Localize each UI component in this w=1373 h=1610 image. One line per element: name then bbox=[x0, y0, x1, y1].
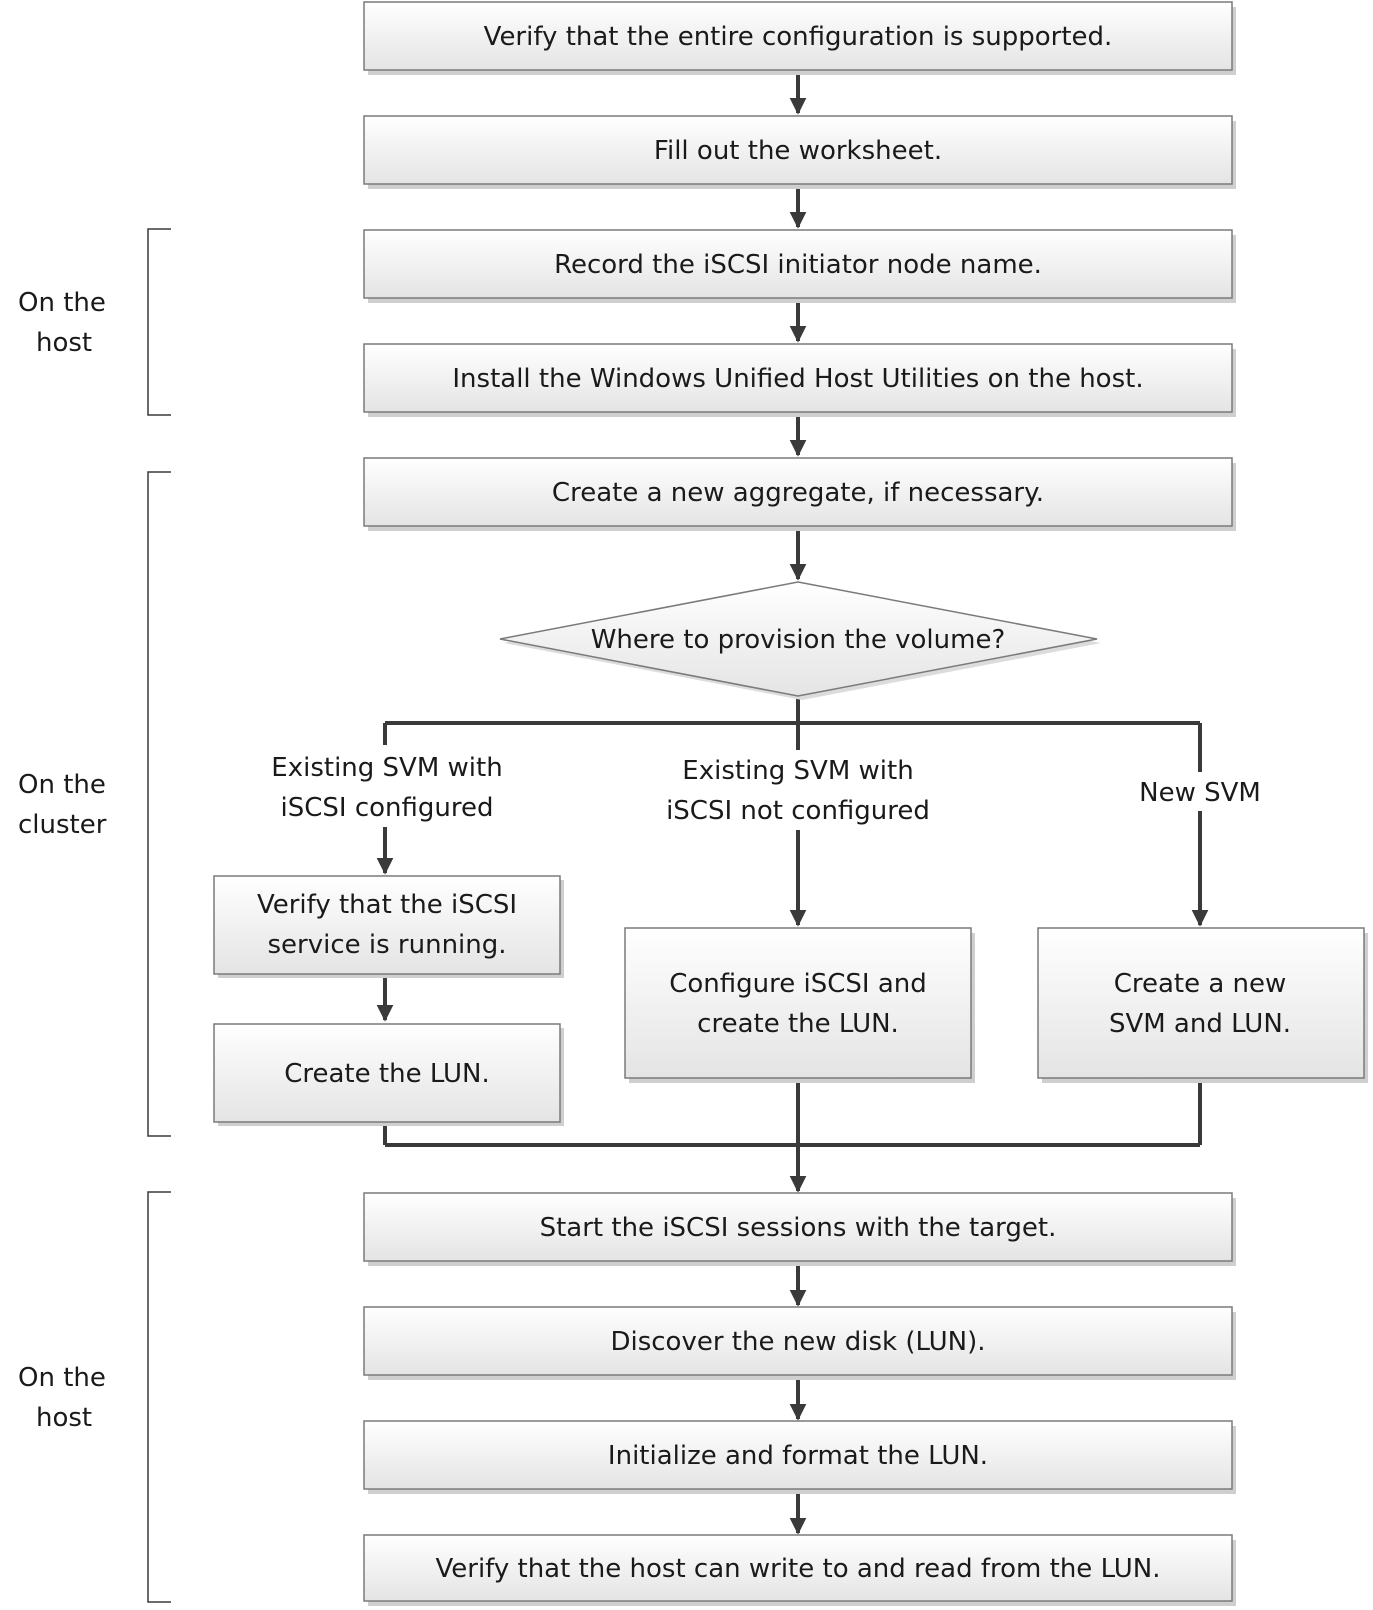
branch-existing-not-configured-line2: iSCSI not configured bbox=[666, 796, 930, 826]
step-start-sessions-label: Start the iSCSI sessions with the target… bbox=[540, 1213, 1057, 1243]
step-create-lun-label: Create the LUN. bbox=[284, 1059, 490, 1089]
step-configure-iscsi: Configure iSCSI and create the LUN. bbox=[624, 927, 975, 1083]
step-verify-config: Verify that the entire configuration is … bbox=[363, 1, 1236, 75]
step-initialize-format: Initialize and format the LUN. bbox=[363, 1420, 1236, 1494]
branch-new-svm: New SVM bbox=[1139, 778, 1261, 808]
step-initialize-format-label: Initialize and format the LUN. bbox=[608, 1441, 988, 1471]
step-fill-worksheet-label: Fill out the worksheet. bbox=[654, 136, 942, 166]
step-create-new-svm-line1: Create a new bbox=[1114, 969, 1287, 999]
section-cluster-line1: On the bbox=[18, 770, 106, 800]
section-host-top-line1: On the bbox=[18, 288, 106, 318]
decision-label: Where to provision the volume? bbox=[591, 625, 1006, 655]
bracket-cluster bbox=[147, 471, 171, 1137]
step-verify-service-line2: service is running. bbox=[267, 930, 506, 960]
step-configure-iscsi-line2: create the LUN. bbox=[697, 1009, 899, 1039]
section-labels: On the host On the cluster On the host bbox=[18, 288, 107, 1433]
step-create-new-svm: Create a new SVM and LUN. bbox=[1037, 927, 1368, 1083]
step-install-utilities: Install the Windows Unified Host Utiliti… bbox=[363, 343, 1236, 417]
step-fill-worksheet: Fill out the worksheet. bbox=[363, 115, 1236, 189]
section-brackets bbox=[147, 228, 171, 1603]
branch-labels: Existing SVM with iSCSI configured Exist… bbox=[252, 746, 1278, 830]
step-install-utilities-label: Install the Windows Unified Host Utiliti… bbox=[452, 364, 1143, 394]
step-verify-read-write-label: Verify that the host can write to and re… bbox=[435, 1554, 1160, 1584]
step-create-aggregate-label: Create a new aggregate, if necessary. bbox=[552, 478, 1044, 508]
step-record-node-name-label: Record the iSCSI initiator node name. bbox=[554, 250, 1042, 280]
branch-existing-not-configured-line1: Existing SVM with bbox=[682, 756, 913, 786]
branch-existing-configured-line1: Existing SVM with bbox=[271, 753, 502, 783]
section-host-bottom-line1: On the bbox=[18, 1363, 106, 1393]
step-discover-disk: Discover the new disk (LUN). bbox=[363, 1306, 1236, 1380]
step-verify-read-write: Verify that the host can write to and re… bbox=[363, 1534, 1236, 1606]
step-configure-iscsi-line1: Configure iSCSI and bbox=[669, 969, 927, 999]
section-host-bottom-line2: host bbox=[36, 1403, 92, 1433]
step-create-aggregate: Create a new aggregate, if necessary. bbox=[363, 457, 1236, 531]
branch-existing-configured-line2: iSCSI configured bbox=[281, 793, 494, 823]
bracket-host-bottom bbox=[147, 1191, 171, 1603]
section-cluster-line2: cluster bbox=[18, 810, 107, 840]
bracket-host-top bbox=[147, 228, 171, 416]
step-discover-disk-label: Discover the new disk (LUN). bbox=[610, 1327, 985, 1357]
step-start-sessions: Start the iSCSI sessions with the target… bbox=[363, 1192, 1236, 1266]
section-host-top-line2: host bbox=[36, 328, 92, 358]
step-verify-service-line1: Verify that the iSCSI bbox=[257, 890, 517, 920]
step-verify-service: Verify that the iSCSI service is running… bbox=[213, 875, 564, 978]
step-record-node-name: Record the iSCSI initiator node name. bbox=[363, 229, 1236, 303]
step-create-lun: Create the LUN. bbox=[213, 1023, 564, 1126]
step-verify-config-label: Verify that the entire configuration is … bbox=[484, 22, 1113, 52]
decision-provision-volume: Where to provision the volume? bbox=[499, 581, 1101, 700]
step-create-new-svm-line2: SVM and LUN. bbox=[1109, 1009, 1291, 1039]
